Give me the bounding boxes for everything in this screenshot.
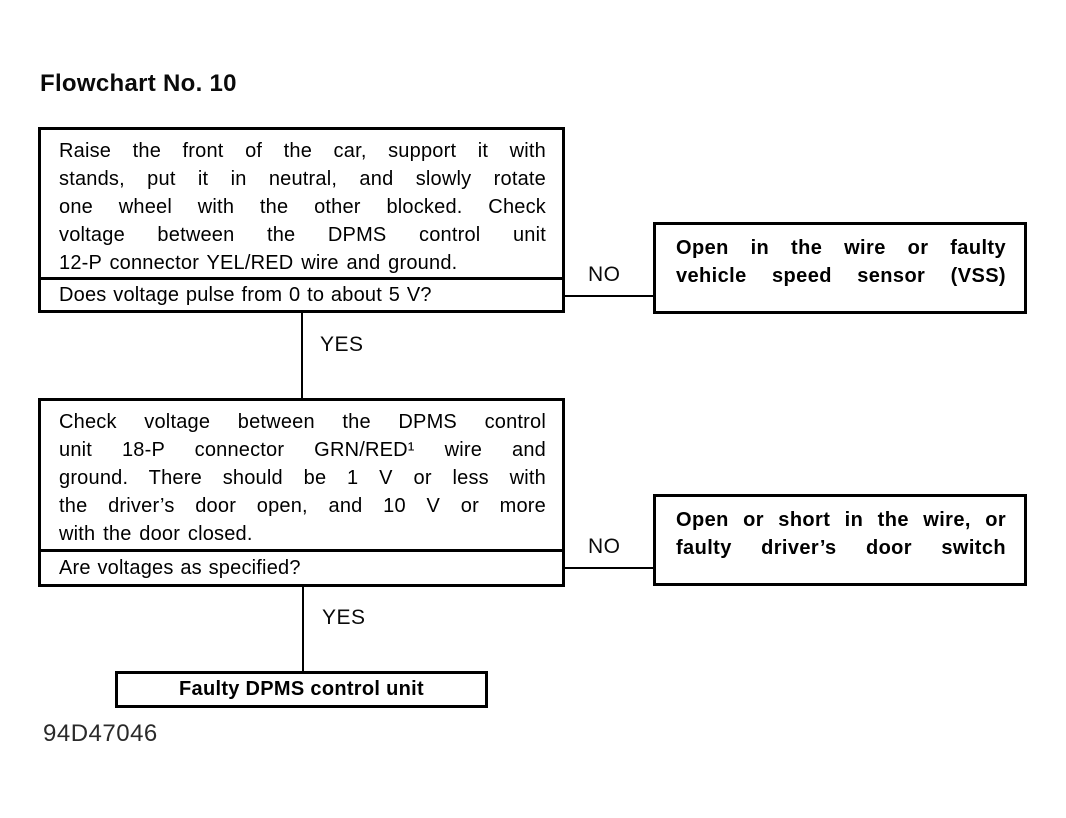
step2-process-box: Check voltage between the DPMS control u… [38,398,565,587]
step2-no-result-line: Open or short in the wire, or [676,509,1006,531]
document-code: 94D47046 [43,720,158,747]
step1-question-text: Does voltage pulse from 0 to about 5 V? [59,283,432,306]
step1-process-box: Raise the front of the car, support it w… [38,127,565,313]
step1-instruction-line: Raise the front of the car, support it w… [59,140,546,162]
step1-instruction-line: 12-P connector YEL/RED wire and ground. [59,252,458,274]
step2-no-result-line: faulty driver’s door switch [676,537,1006,559]
step1-no-result-line: vehicle speed sensor (VSS) [676,265,1006,287]
step1-no-result-box: Open in the wire or faulty vehicle speed… [653,222,1027,314]
step2-no-connector-line [563,567,653,569]
step1-question-row: Does voltage pulse from 0 to about 5 V? [41,277,562,310]
step1-instruction-line: voltage between the DPMS control unit [59,224,546,246]
step1-no-label: NO [588,263,621,286]
final-result-text: Faulty DPMS control unit [179,678,424,700]
final-result-box: Faulty DPMS control unit [115,671,488,708]
step2-instruction: Check voltage between the DPMS control u… [41,401,562,549]
step2-yes-label: YES [322,606,366,629]
step2-instruction-line: ground. There should be 1 V or less with [59,467,546,489]
step2-instruction-line: with the door closed. [59,523,253,545]
step2-question-text: Are voltages as specified? [59,556,301,579]
step1-yes-connector-line [301,313,303,398]
step1-yes-label: YES [320,333,364,356]
step2-no-label: NO [588,535,621,558]
step2-instruction-line: Check voltage between the DPMS control [59,411,546,433]
step1-instruction: Raise the front of the car, support it w… [41,130,562,277]
step1-no-result-line: Open in the wire or faulty [676,237,1006,259]
step1-instruction-line: stands, put it in neutral, and slowly ro… [59,168,546,190]
step2-no-result-box: Open or short in the wire, or faulty dri… [653,494,1027,586]
step2-instruction-line: the driver’s door open, and 10 V or more [59,495,546,517]
page-title: Flowchart No. 10 [40,70,237,97]
step1-instruction-line: one wheel with the other blocked. Check [59,196,546,218]
step2-yes-connector-line [302,585,304,671]
step1-no-connector-line [563,295,653,297]
step2-question-row: Are voltages as specified? [41,549,562,584]
step2-instruction-line: unit 18-P connector GRN/RED¹ wire and [59,439,546,461]
